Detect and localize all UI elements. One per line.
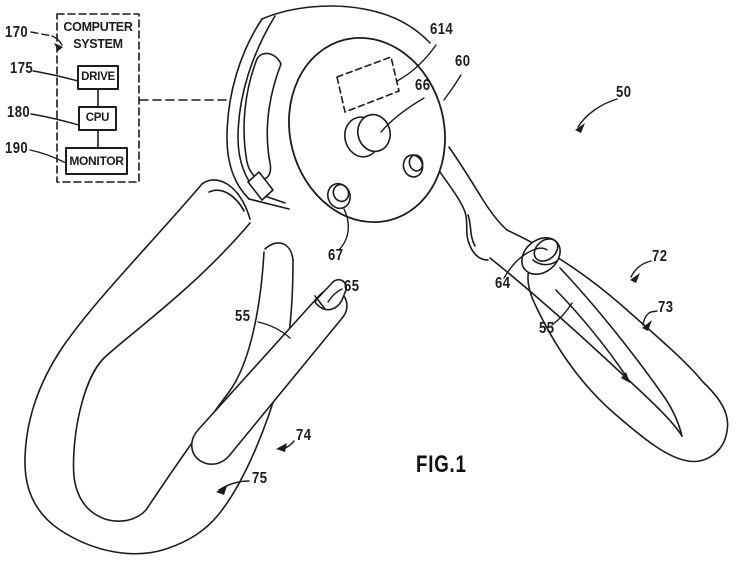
leader-66 — [380, 97, 425, 133]
end-cap-bore — [532, 259, 558, 266]
neck-notch — [467, 214, 476, 247]
leader-60 — [443, 74, 462, 101]
leader-180 — [30, 113, 80, 126]
display-window — [336, 56, 400, 113]
right-loop-outer-edge — [506, 229, 729, 463]
right-handle-loop — [489, 229, 729, 463]
button-67-inner — [332, 183, 350, 203]
wand-right-line — [555, 289, 627, 377]
computer-system-title-line1: COMPUTER — [63, 20, 133, 34]
leader-55-left — [257, 321, 291, 339]
ref-label-55-left: 55 — [235, 308, 251, 325]
arrowhead-75 — [216, 486, 227, 495]
wand-tip — [314, 278, 348, 311]
leader-50 — [577, 98, 618, 128]
drum-mid-rim — [237, 15, 276, 195]
cpu-box-label: CPU — [85, 112, 110, 124]
drum-side-slot — [243, 52, 282, 180]
leader-190 — [29, 149, 67, 164]
monitor-box — [65, 147, 128, 175]
leader-614 — [396, 44, 437, 82]
arrowhead-73 — [642, 320, 652, 331]
arrowhead-50 — [575, 123, 585, 133]
leader-64 — [503, 247, 548, 279]
ref-label-175: 175 — [10, 60, 34, 77]
left-loop-inner-hole — [72, 222, 265, 522]
leader-55-right — [551, 302, 573, 326]
ref-label-614: 614 — [430, 21, 454, 38]
drive-box-label: DRIVE — [81, 71, 115, 83]
wand-tip-step — [314, 295, 326, 310]
leader-67 — [338, 208, 349, 251]
arrowhead-74 — [276, 443, 287, 452]
left-loop-cap — [201, 179, 251, 220]
ref-label-73: 73 — [658, 299, 674, 316]
drum-outer-rim — [226, 18, 263, 200]
arrowhead-72 — [630, 273, 640, 283]
center-knob-front — [357, 113, 391, 153]
leader-75 — [218, 480, 250, 491]
ref-label-72: 72 — [652, 248, 668, 265]
figure-caption: FIG.1 — [416, 451, 467, 478]
arrowhead-170 — [54, 43, 63, 51]
computer-system-box — [56, 13, 140, 183]
ref-label-180: 180 — [7, 104, 31, 121]
left-loop-cap-inner — [208, 189, 245, 212]
drum-body — [226, 5, 446, 224]
right-loop-hole-far-edge — [489, 257, 683, 437]
ref-label-66: 66 — [415, 77, 431, 94]
ref-label-65: 65 — [344, 278, 360, 295]
drum-top-silhouette — [261, 5, 431, 44]
right-arm-neck — [435, 146, 508, 261]
ref-label-190: 190 — [5, 140, 29, 157]
wand-left-body — [190, 288, 348, 465]
computer-system-title-line2: SYSTEM — [73, 37, 123, 51]
drum-junction-line-1 — [248, 198, 290, 210]
leader-65 — [327, 288, 343, 303]
ref-label-74: 74 — [296, 427, 312, 444]
wand-right-tip-arrow — [621, 372, 630, 383]
ref-label-170: 170 — [5, 24, 29, 41]
left-handle-loop — [24, 179, 294, 555]
ref-label-55-right: 55 — [539, 320, 555, 337]
monitor-box-label: MONITOR — [69, 154, 124, 168]
leader-170 — [30, 31, 53, 37]
drum-clip-tab — [247, 171, 274, 201]
ref-label-75: 75 — [252, 470, 268, 487]
leader-175 — [32, 70, 79, 82]
leader-170-curve — [51, 35, 63, 46]
ref-label-67: 67 — [328, 247, 344, 264]
right-loop-hole-near-edge — [559, 267, 683, 437]
computer-system-diagram — [56, 13, 229, 183]
leader-lines — [29, 31, 658, 495]
wand-left — [190, 278, 348, 465]
neck-left-edge — [435, 165, 489, 261]
button-right-inner — [408, 154, 424, 172]
ref-label-60: 60 — [455, 53, 471, 70]
left-loop-leg-end — [264, 242, 294, 261]
ref-label-50: 50 — [616, 84, 632, 101]
neck-right-edge — [448, 146, 508, 231]
ref-label-64: 64 — [495, 275, 511, 292]
leader-72 — [630, 260, 652, 278]
leader-73 — [642, 310, 658, 326]
